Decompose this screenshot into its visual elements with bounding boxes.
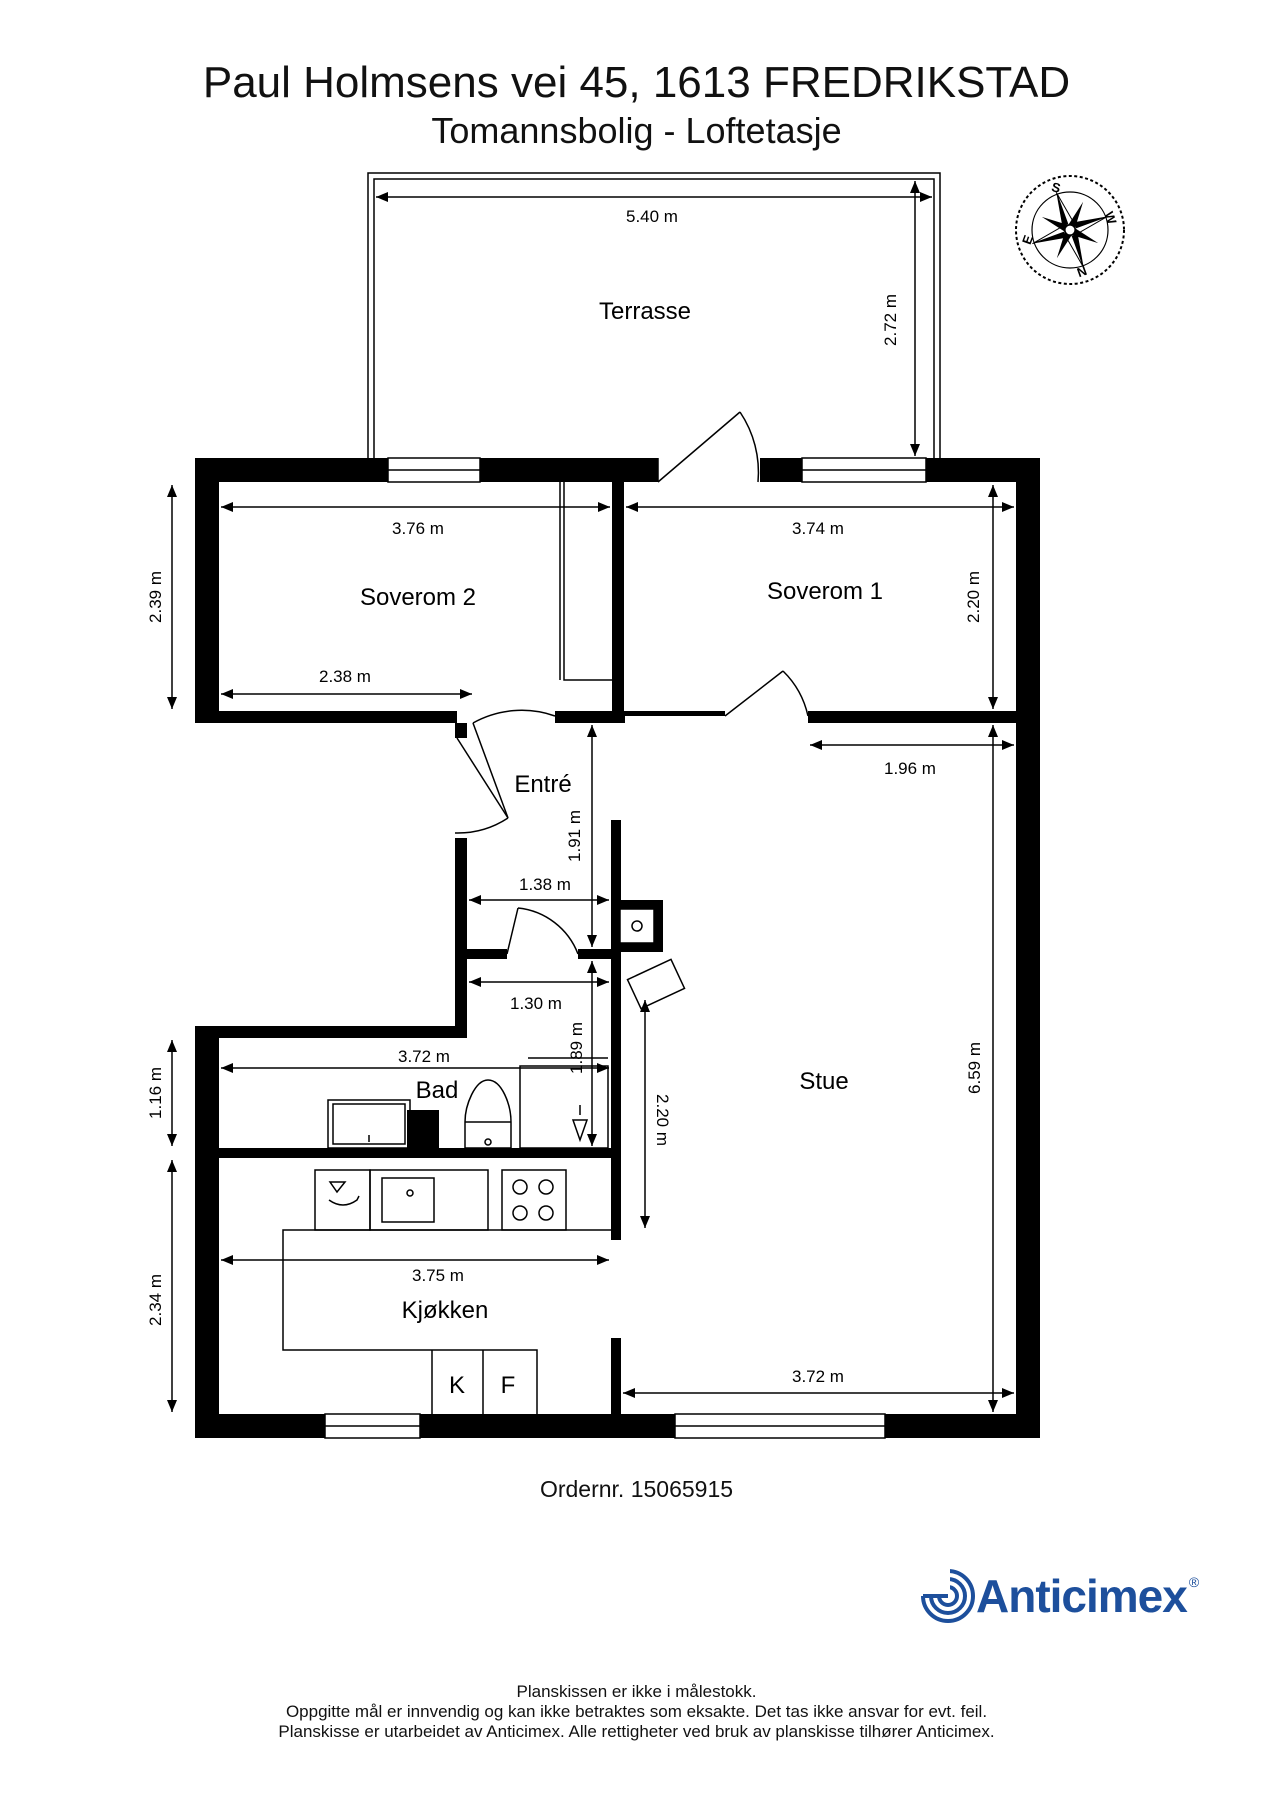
dim-bad-width: 3.72 m <box>398 1047 450 1066</box>
compass-letter-e: E <box>1019 233 1036 247</box>
room-label-entre: Entré <box>514 771 571 798</box>
anticimex-swirl-icon <box>920 1568 975 1623</box>
disclaimer-line: Oppgitte mål er innvendig og kan ikke be… <box>285 1702 988 1721</box>
dim-hall-width-1: 1.38 m <box>519 875 571 894</box>
dim-terrasse-width: 5.40 m <box>626 207 678 226</box>
kitchen-fixtures <box>282 1169 611 1414</box>
order-number: Ordernr. 15065915 <box>539 1476 734 1502</box>
dim-entre-height: 1.91 m <box>565 810 584 862</box>
dim-soverom1-width: 3.74 m <box>792 519 844 538</box>
outer-walls <box>195 457 1040 1439</box>
appliance-label-k: K <box>449 1372 465 1399</box>
bathroom-fixtures <box>327 1057 609 1149</box>
dim-soverom1-height: 2.20 m <box>964 571 983 623</box>
dim-soverom2-width: 3.76 m <box>392 519 444 538</box>
room-label-terrasse: Terrasse <box>599 298 691 325</box>
disclaimer-line: Planskisse er utarbeidet av Anticimex. A… <box>278 1722 995 1741</box>
dim-stue-height: 6.59 m <box>965 1042 984 1094</box>
room-label-bad: Bad <box>416 1077 459 1104</box>
dim-hall-height: 1.89 m <box>567 1022 586 1074</box>
doors <box>454 411 809 1010</box>
compass-letter-s: S <box>1050 179 1063 196</box>
dim-stue-top: 1.96 m <box>884 759 936 778</box>
dim-soverom2-height: 2.39 m <box>146 571 165 623</box>
room-label-soverom2: Soverom 2 <box>360 584 476 611</box>
appliance-label-f: F <box>501 1372 516 1399</box>
dim-terrasse-height: 2.72 m <box>881 294 900 346</box>
disclaimer-line: Planskissen er ikke i målestokk. <box>516 1682 757 1701</box>
dim-bad-height: 1.16 m <box>146 1067 165 1119</box>
compass-icon: S W N E <box>1015 175 1125 285</box>
logo-text: Anticimex <box>976 1570 1188 1622</box>
dim-soverom2-inner: 2.38 m <box>319 667 371 686</box>
room-label-soverom1: Soverom 1 <box>767 578 883 605</box>
dim-hall-width-2: 1.30 m <box>510 994 562 1013</box>
terrace-outline <box>367 172 941 465</box>
inner-walls <box>195 470 1040 1418</box>
compass-letter-w: W <box>1101 209 1120 226</box>
compass-letter-n: N <box>1075 263 1089 280</box>
dim-kjokken-width: 3.75 m <box>412 1266 464 1285</box>
room-label-stue: Stue <box>799 1068 848 1095</box>
dim-kjokken-height: 2.34 m <box>146 1274 165 1326</box>
address-title: Paul Holmsens vei 45, 1613 FREDRIKSTAD <box>202 58 1071 107</box>
dimension-lines <box>167 181 1014 1412</box>
logo-registered-mark: ® <box>1188 1574 1200 1590</box>
floor-subtitle: Tomannsbolig - Loftetasje <box>431 110 842 151</box>
disclaimer: Planskissen er ikke i målestokk. Oppgitt… <box>0 1682 1273 1742</box>
anticimex-logo: Anticimex ® <box>920 1566 1199 1626</box>
room-label-kjokken: Kjøkken <box>402 1297 489 1324</box>
dim-stue-bottom: 3.72 m <box>792 1367 844 1386</box>
dim-stue-wall: 2.20 m <box>653 1094 672 1146</box>
